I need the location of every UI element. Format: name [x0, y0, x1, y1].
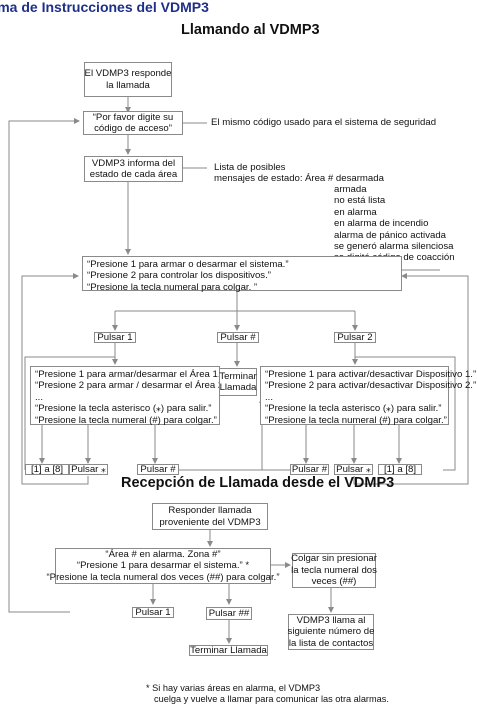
text-line: Responder llamada: [168, 505, 252, 517]
text-line: siguiente número de: [287, 626, 375, 638]
page-header: rama de Instrucciones del VDMP3: [0, 0, 209, 15]
button-alarm-pulsar-1: Pulsar 1: [132, 607, 174, 618]
text-line: “Presione la tecla numeral para colgar. …: [87, 281, 258, 293]
box-area-menu: “Presione 1 para armar/desarmar el Área …: [30, 366, 230, 426]
button-alarm-pulsar-hh: Pulsar ##: [206, 607, 252, 620]
text-line: estado de cada área: [89, 169, 178, 180]
box-answer-call: Responder llamada proveniente del VDMP3: [152, 503, 268, 530]
box-inform-status: VDMP3 informa del estado de cada área: [84, 156, 183, 182]
status-item: se generó alarma silenciosa: [334, 241, 454, 253]
box-terminar-llamada-2: Terminar Llamada: [189, 644, 268, 656]
status-item: alarma de pánico activada: [334, 229, 446, 241]
footnote-line: cuelga y vuelve a llamar para comunicar …: [154, 694, 389, 704]
text-line: “Presione 2 para activar/desactivar Disp…: [265, 380, 477, 392]
text-line: “Presione la tecla numeral (#) para colg…: [265, 414, 447, 426]
button-area-range: [1] a [8]: [25, 464, 69, 475]
text-line: la lista de contactos: [288, 637, 374, 649]
text-line: “Presione la tecla numeral dos veces (##…: [46, 571, 280, 583]
text-line: mensajes de estado:: [214, 173, 303, 185]
text-line: “Presione 2 para armar / desarmar el Áre…: [35, 380, 230, 392]
status-list: armada no está lista en alarma en alarma…: [334, 184, 455, 264]
text-line: “Área # en alarma. Zona #”: [105, 548, 221, 560]
text-line: “Presione la tecla numeral (#) para colg…: [35, 414, 217, 426]
text-line: El VDMP3 responde: [84, 68, 172, 80]
text-line: la llamada: [106, 79, 150, 91]
footnote: * Si hay varias áreas en alarma, el VDMP…: [146, 683, 389, 705]
text-line: proveniente del VDMP3: [159, 516, 261, 528]
section-title-calling: Llamando al VDMP3: [181, 22, 320, 38]
box-terminar-llamada: Terminar Llamada: [219, 368, 257, 396]
box-next-contact: VDMP3 llama al siguiente número de la li…: [288, 614, 374, 650]
section-title-receiving: Recepción de Llamada desde el VDMP3: [121, 475, 395, 491]
button-device-star: Pulsar ⁎: [334, 464, 373, 475]
status-label: Lista de posibles mensajes de estado:: [214, 162, 303, 185]
status-item: en alarma de incendio: [334, 218, 429, 230]
text-line: VDMP3 llama al: [296, 614, 366, 626]
text-line: Lista de posibles: [214, 162, 286, 173]
text-line: “Presione la tecla asterisco (⁎) para sa…: [35, 403, 212, 415]
button-pulsar-hash: Pulsar #: [217, 332, 259, 343]
text-line: VDMP3 informa del: [91, 157, 176, 169]
status-item: armada: [334, 184, 367, 195]
text-line: Terminar: [219, 370, 257, 382]
button-pulsar-1: Pulsar 1: [94, 332, 136, 343]
text-line: “Presione la tecla asterisco (⁎) para sa…: [265, 403, 442, 415]
text-line: la tecla numeral dos: [291, 564, 377, 576]
text-line: ...: [35, 391, 43, 403]
text-line: “Presione 1 para armar o desarmar el sis…: [87, 259, 289, 270]
box-device-menu: “Presione 1 para activar/desactivar Disp…: [260, 366, 477, 426]
button-area-hash: Pulsar #: [137, 464, 179, 475]
text-line: “Por favor digite su: [92, 111, 174, 123]
text-line: “Presione 2 para controlar los dispositi…: [87, 270, 271, 282]
text-line: Llamada: [219, 382, 257, 393]
text-line: ...: [265, 391, 273, 403]
status-item: en alarma: [334, 206, 377, 218]
box-alarm-menu: “Área # en alarma. Zona #” “Presione 1 p…: [46, 548, 280, 584]
status-first: Área # desarmada: [305, 173, 384, 184]
button-area-star: Pulsar ⁎: [69, 464, 108, 475]
box-main-menu: “Presione 1 para armar o desarmar el sis…: [82, 256, 402, 293]
status-item: no está lista: [334, 195, 386, 207]
box-hangup-without: Colgar sin presionar la tecla numeral do…: [291, 553, 377, 588]
text-line: “Presione 1 para desarmar el sistema.” *: [76, 560, 250, 572]
text-line: código de acceso”: [94, 123, 172, 134]
button-pulsar-2: Pulsar 2: [334, 332, 376, 343]
footnote-line: * Si hay varias áreas en alarma, el VDMP…: [146, 683, 321, 693]
text-line: veces (##): [311, 576, 357, 588]
button-device-range: [1] a [8]: [378, 464, 422, 475]
text-line: “Presione 1 para activar/desactivar Disp…: [265, 369, 477, 380]
text-line: “Presione 1 para armar/desarmar el Área …: [35, 369, 224, 380]
text-line: Colgar sin presionar: [291, 553, 377, 565]
note-same-code: El mismo código usado para el sistema de…: [211, 117, 437, 128]
box-vdmp3-responds: El VDMP3 responde la llamada: [84, 62, 172, 97]
box-enter-code: “Por favor digite su código de acceso”: [83, 111, 183, 135]
button-device-hash: Pulsar #: [290, 463, 329, 475]
